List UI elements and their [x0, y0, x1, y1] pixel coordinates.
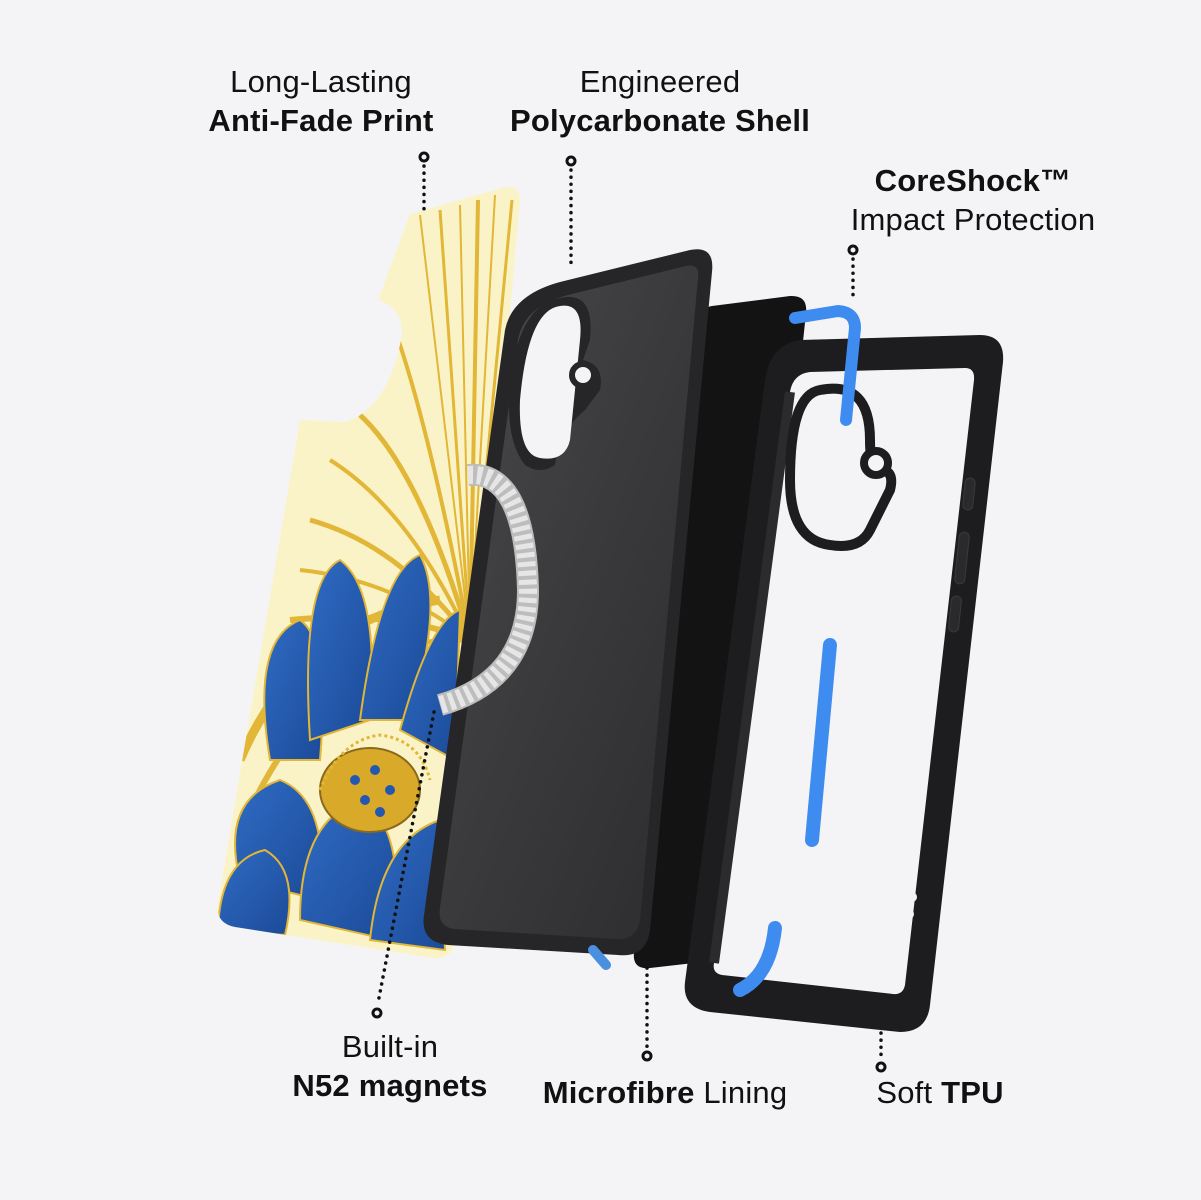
callout-soft-tpu: Soft TPU — [860, 1074, 1020, 1113]
callout-coreshock: CoreShock™ Impact Protection — [828, 162, 1118, 240]
callout-coreshock-line1: CoreShock™ — [874, 163, 1072, 198]
polycarbonate-shell-layer — [423, 249, 713, 970]
leader-anchor-polycarbonate — [565, 155, 577, 167]
callout-magnets-line2: N52 magnets — [292, 1067, 488, 1103]
callout-tpu-light: Soft — [876, 1075, 942, 1110]
anti-fade-print-plate — [217, 186, 520, 959]
coreshock-side-insert — [805, 638, 837, 847]
callout-microfibre-light: Lining — [694, 1075, 788, 1110]
callout-anti-fade-line1: Long-Lasting — [230, 64, 412, 99]
callout-coreshock-line2: Impact Protection — [850, 201, 1096, 237]
callout-polycarbonate-line1: Engineered — [579, 64, 741, 99]
callout-polycarbonate-shell: Engineered Polycarbonate Shell — [490, 63, 830, 141]
coreshock-bottom-corner-insert — [733, 921, 782, 997]
leader-anchor-magnets — [371, 1007, 383, 1019]
callout-anti-fade-print: Long-Lasting Anti-Fade Print — [190, 63, 452, 141]
coreshock-top-corner-insert — [789, 304, 862, 426]
n52-magnet-ring — [436, 463, 540, 716]
callout-tpu-bold: TPU — [941, 1075, 1004, 1110]
callout-anti-fade-line2: Anti-Fade Print — [208, 102, 434, 138]
callout-n52-magnets: Built-in N52 magnets — [272, 1028, 508, 1106]
leader-anchor-tpu — [875, 1061, 887, 1073]
callout-microfibre-lining: Microfibre Lining — [520, 1074, 810, 1113]
lotus-artwork — [217, 553, 462, 952]
leader-anchor-coreshock — [847, 244, 859, 256]
callout-leaders — [371, 151, 887, 1073]
callout-polycarbonate-line2: Polycarbonate Shell — [509, 102, 811, 138]
coreshock-bumper-frame — [684, 304, 1004, 1032]
leader-anchor-microfibre — [641, 1050, 653, 1062]
callout-magnets-line1: Built-in — [341, 1029, 439, 1064]
callout-microfibre-bold: Microfibre — [542, 1075, 695, 1110]
leader-anchor-anti-fade — [418, 151, 430, 163]
